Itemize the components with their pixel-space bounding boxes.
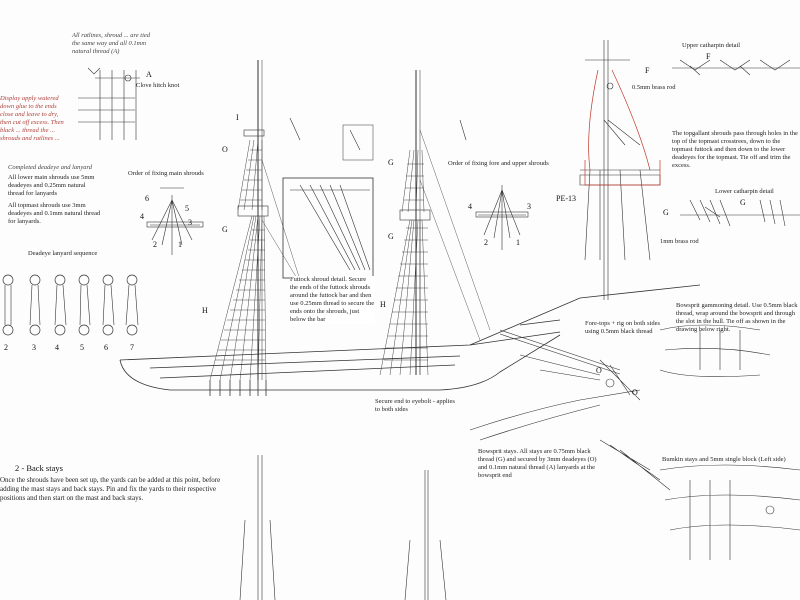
futtock-inset <box>282 177 374 279</box>
note-bumkin: Bumkin stays and 5mm single block (Left … <box>662 456 786 463</box>
note-topmast-shrouds: All topmast shrouds use 3mm deadeyes and… <box>8 202 101 225</box>
label-o-2: O <box>632 388 638 397</box>
fore-shroud-order <box>475 185 529 250</box>
fore-order-1: 1 <box>516 238 520 247</box>
order-6: 6 <box>145 194 149 203</box>
main-deadeyes <box>209 380 267 396</box>
label-a: A <box>146 70 152 79</box>
label-i-main: I <box>236 113 239 122</box>
note-lanyard-sequence: Deadeye lanyard sequence <box>28 250 98 257</box>
lower-right-cluster <box>599 439 671 491</box>
label-g-main-top: O <box>222 145 228 154</box>
order-4: 4 <box>140 212 144 221</box>
label-g-fore: G <box>388 232 394 241</box>
note-glue: Display apply watered down glue to the e… <box>0 95 64 142</box>
label-o-1: O <box>596 366 602 375</box>
order-3: 3 <box>188 218 192 227</box>
order-1: 1 <box>178 240 182 249</box>
top-small-details <box>289 117 467 161</box>
note-lower-shrouds: All lower main shrouds use 5mm deadeyes … <box>8 174 95 197</box>
note-clove-hitch: Clove hitch knot <box>136 82 180 89</box>
seq-6: 6 <box>104 343 108 352</box>
bottom-masts <box>239 455 447 600</box>
label-g-lower-catharpin: G <box>740 198 746 207</box>
bumkin-detail <box>659 464 800 560</box>
section-title: 2 - Back stays <box>15 463 63 473</box>
deadeye-sequence <box>2 274 139 336</box>
note-gammoning: Bowsprit gammoning detail. Use 0.5mm bla… <box>676 302 798 333</box>
seq-4: 4 <box>55 343 59 352</box>
note-futtock: Futtock shroud detail. Secure the ends o… <box>290 276 375 324</box>
note-lower-catharpin: Lower catharpin detail <box>715 188 774 195</box>
main-shroud-order <box>146 187 204 255</box>
red-rigging <box>584 69 661 186</box>
note-completed-deadeye: Completed deadeye and lanyard <box>8 164 93 171</box>
note-bowsprit-stays: Bowsprit stays. All stays are 0.75mm bla… <box>478 448 597 479</box>
label-g-fore-top: G <box>388 158 394 167</box>
upper-catharpin <box>672 59 800 76</box>
note-brass-05: 0.5mm brass rod <box>632 84 676 91</box>
label-h-main: H <box>202 306 208 315</box>
seq-7: 7 <box>130 343 134 352</box>
fore-order-4: 4 <box>468 202 472 211</box>
note-topgallant: The topgallant shrouds pass through hole… <box>672 130 798 169</box>
label-f-catharpin: F <box>706 52 711 61</box>
order-2: 2 <box>153 240 157 249</box>
hull-profile <box>119 284 701 391</box>
seq-3: 3 <box>32 343 36 352</box>
label-h-fore: H <box>380 300 386 309</box>
note-upper-catharpin: Upper catharpin detail <box>682 42 741 49</box>
seq-5: 5 <box>80 343 84 352</box>
label-g-top: G <box>663 208 669 217</box>
label-pe13: PE-13 <box>556 194 576 203</box>
note-secure-end: Secure end to eyebolt - applies to both … <box>375 398 455 413</box>
note-fore-tops: Fore-tops + rig on both sides using 0.5m… <box>585 320 660 335</box>
section-body: Once the shrouds have been set up, the y… <box>0 476 221 502</box>
ratline-detail <box>78 67 140 140</box>
order-5: 5 <box>185 204 189 213</box>
label-g-main: G <box>222 225 228 234</box>
topmast-detail <box>579 40 661 300</box>
fore-mast <box>379 70 491 376</box>
fore-order-2: 2 <box>484 238 488 247</box>
note-order-fore: Order of fixing fore and upper shrouds <box>448 160 549 167</box>
fore-order-3: 3 <box>527 202 531 211</box>
main-mast <box>209 60 311 381</box>
lower-catharpin <box>680 199 800 227</box>
gammoning-detail <box>659 324 771 377</box>
seq-2: 2 <box>4 343 8 352</box>
note-ratlines: All ratlines, shroud ... are tied the sa… <box>72 32 151 55</box>
note-brass-1: 1mm brass rod <box>660 238 699 245</box>
note-order-main: Order of fixing main shrouds <box>128 170 204 177</box>
label-f-top: F <box>645 66 650 75</box>
bowsprit <box>469 329 641 441</box>
